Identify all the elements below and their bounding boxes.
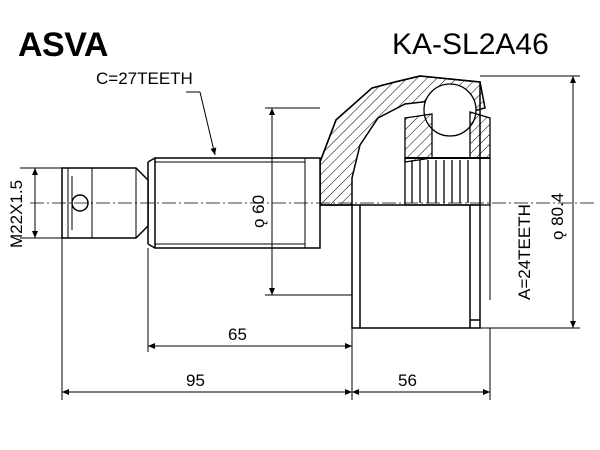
outer-housing — [319, 75, 486, 329]
part-number: KA-SL2A46 — [392, 28, 549, 61]
brand-logo: ASVA — [18, 26, 108, 64]
thread-label: M22X1.5 — [7, 180, 26, 248]
dim-65-label: 65 — [228, 325, 247, 344]
c-teeth-label: C=27TEETH — [96, 69, 193, 88]
dim-95-label: 95 — [186, 371, 205, 390]
a-teeth-label: A=24TEETH — [515, 204, 534, 300]
dimension-lines — [20, 75, 580, 400]
outer-diameter-label: ǫ 80.4 — [548, 193, 567, 240]
shaft-diameter-label: ǫ 60 — [249, 195, 268, 228]
dim-56-label: 56 — [398, 371, 417, 390]
